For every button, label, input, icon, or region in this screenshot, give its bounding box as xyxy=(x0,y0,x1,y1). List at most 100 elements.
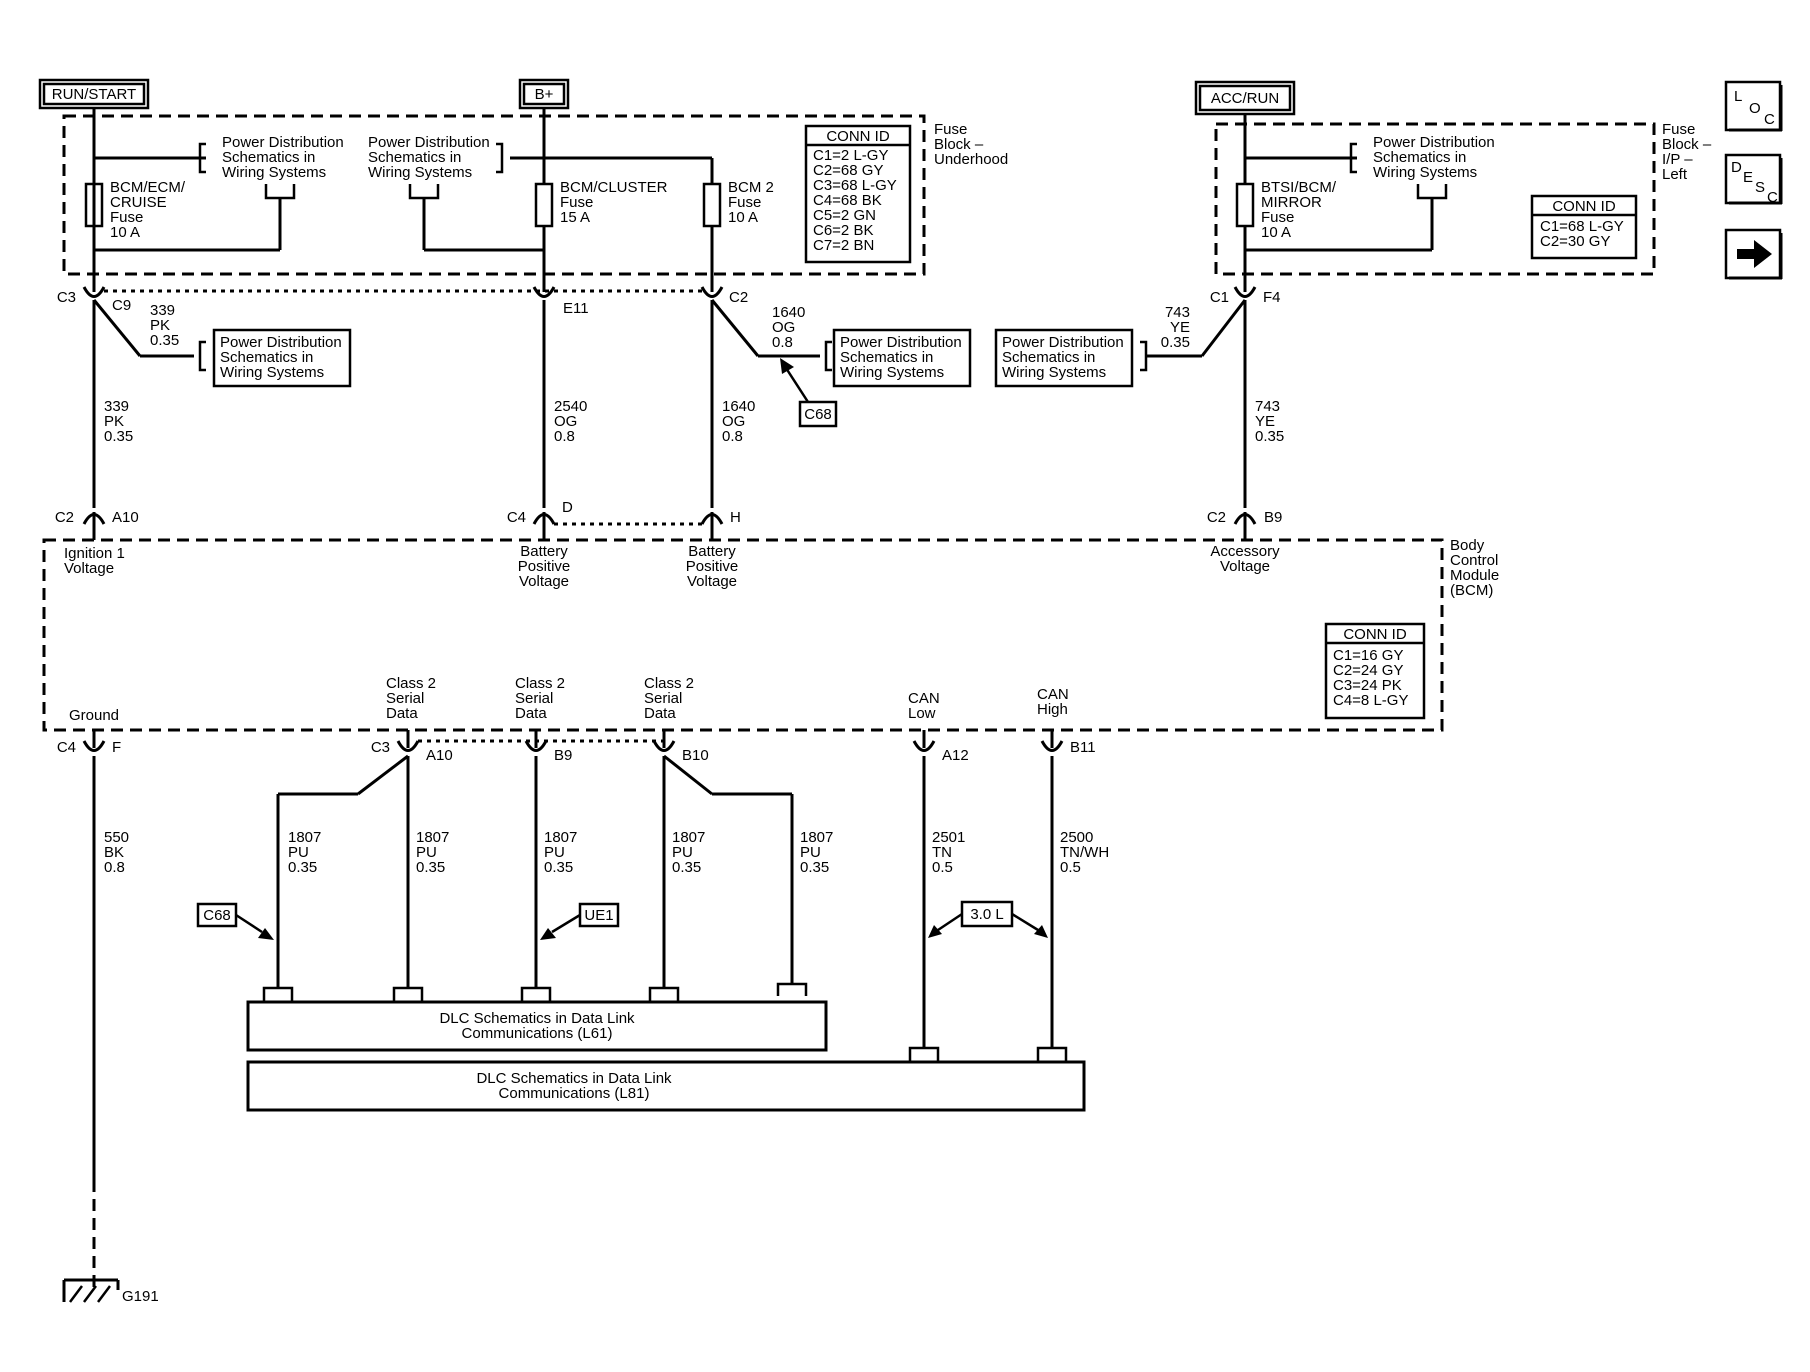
wire-line: 0.35 xyxy=(800,859,829,876)
pin-a12-bottom: A12 xyxy=(942,747,969,764)
conn-id-title: CONN ID xyxy=(1343,626,1407,643)
pin-b9-bottom: B9 xyxy=(554,747,572,764)
conn-id-row: C6=2 BK xyxy=(813,222,873,239)
dlc-line: DLC Schematics in Data Link xyxy=(439,1010,635,1027)
bcm-pin-label: Serial xyxy=(644,690,682,707)
acc-run-label: ACC/RUN xyxy=(1211,90,1279,107)
wire-line: 339 xyxy=(104,398,129,415)
wire-line: 0.8 xyxy=(554,428,575,445)
bcm-class2-label-c: Class 2 Serial Data xyxy=(644,675,694,722)
bcm-pin-label: Voltage xyxy=(519,573,569,590)
fuse-label-line: Fuse xyxy=(110,209,143,226)
wire-label-2540: 2540 OG 0.8 xyxy=(554,398,587,445)
wire-line: 743 xyxy=(1165,304,1190,321)
pds-line: Power Distribution xyxy=(840,334,962,351)
wires-mid xyxy=(92,299,1247,508)
next-arrow-button[interactable] xyxy=(1724,228,1783,280)
bcm-pin-label: Class 2 xyxy=(644,675,694,692)
pin-c1-upper: C1 xyxy=(1210,289,1229,306)
wire-line: 1807 xyxy=(800,829,833,846)
fbu-label-line: Fuse xyxy=(934,121,967,138)
bcm-pin-label: CAN xyxy=(1037,686,1069,703)
b-plus-circuit xyxy=(408,108,722,292)
desc-button[interactable]: D E S C xyxy=(1724,153,1783,206)
upper-connectors xyxy=(82,286,1257,298)
c68-tag-lower: C68 xyxy=(196,902,274,940)
wire-label-550: 550 BK 0.8 xyxy=(104,829,129,876)
bcm-pin-label: Positive xyxy=(686,558,739,575)
bcm-pin-label: Voltage xyxy=(64,560,114,577)
pds-line: Power Distribution xyxy=(220,334,342,351)
bcm-pin-label: Battery xyxy=(688,543,736,560)
wire-line: YE xyxy=(1255,413,1275,430)
wire-line: 1807 xyxy=(672,829,705,846)
wire-label-743-branch: 743 YE 0.35 xyxy=(1161,304,1190,351)
pds-line: Wiring Systems xyxy=(1373,164,1477,181)
conn-id-row: C1=68 L-GY xyxy=(1540,218,1624,235)
wire-line: 0.35 xyxy=(544,859,573,876)
bcm-label: Body Control Module (BCM) xyxy=(1450,537,1499,599)
fuse-label-line: 15 A xyxy=(560,209,590,226)
ground-g191-label: G191 xyxy=(122,1288,159,1305)
pin-c9: C9 xyxy=(112,297,131,314)
bcm-cluster-fuse-symbol xyxy=(534,182,554,228)
dlc-l61-box: DLC Schematics in Data Link Communicatio… xyxy=(246,1000,828,1052)
wire-line: 2500 xyxy=(1060,829,1093,846)
fuse-label-line: BCM 2 xyxy=(728,179,774,196)
wire-line: 0.8 xyxy=(722,428,743,445)
loc-button[interactable]: L O C xyxy=(1724,80,1783,132)
wire-line: OG xyxy=(722,413,745,430)
wire-label-1640: 1640 OG 0.8 xyxy=(722,398,755,445)
dlc-line: Communications (L81) xyxy=(499,1085,650,1102)
conn-id-row: C3=68 L-GY xyxy=(813,177,897,194)
wire-line: 1640 xyxy=(722,398,755,415)
wire-line: TN xyxy=(932,844,952,861)
pin-h: H xyxy=(730,509,741,526)
pin-c2-bcm: C2 xyxy=(55,509,74,526)
wire-line: 1807 xyxy=(544,829,577,846)
bcm-label-line: Module xyxy=(1450,567,1499,584)
pin-c3-bottom: C3 xyxy=(371,739,390,756)
desc-letter-s: S xyxy=(1755,179,1765,196)
bcm-cluster-fuse-label: BCM/CLUSTER Fuse 15 A xyxy=(560,179,668,226)
bcm-battery-label-2: Battery Positive Voltage xyxy=(686,543,739,590)
bcm-battery-label-1: Battery Positive Voltage xyxy=(518,543,571,590)
wire-line: 0.35 xyxy=(416,859,445,876)
dlc-l61-pins xyxy=(262,982,808,1002)
wire-line: 550 xyxy=(104,829,129,846)
conn-id-row: C7=2 BN xyxy=(813,237,874,254)
pds-line: Wiring Systems xyxy=(1002,364,1106,381)
bcm-pin-label: Voltage xyxy=(687,573,737,590)
bcm-pin-label: CAN xyxy=(908,690,940,707)
wire-label-2500: 2500 TN/WH 0.5 xyxy=(1060,829,1109,876)
wire-line: YE xyxy=(1170,319,1190,336)
wire-label-339: 339 PK 0.35 xyxy=(104,398,133,445)
fbu-label-line: Underhood xyxy=(934,151,1008,168)
wire-line: 0.35 xyxy=(150,332,179,349)
fuse-label-line: 10 A xyxy=(110,224,140,241)
conn-id-row: C2=30 GY xyxy=(1540,233,1610,250)
wire-label-1807-5: 1807 PU 0.35 xyxy=(800,829,833,876)
pds-line: Wiring Systems xyxy=(220,364,324,381)
bcm-pin-label: Serial xyxy=(515,690,553,707)
wire-line: 0.5 xyxy=(932,859,953,876)
bcm-pin-label: Low xyxy=(908,705,936,722)
dlc-line: DLC Schematics in Data Link xyxy=(476,1070,672,1087)
fuse-label-line: Fuse xyxy=(728,194,761,211)
wire-line: PK xyxy=(150,317,170,334)
pds-box-right: Power Distribution Schematics in Wiring … xyxy=(994,328,1134,388)
pin-b10-bottom: B10 xyxy=(682,747,709,764)
dlc-l81-pins xyxy=(908,1046,1068,1062)
bcm-ecm-cruise-fuse-label: BCM/ECM/ CRUISE Fuse 10 A xyxy=(110,179,186,241)
wire-label-1807-4: 1807 PU 0.35 xyxy=(672,829,705,876)
bcm-pin-label: Class 2 xyxy=(515,675,565,692)
desc-letter-d: D xyxy=(1731,159,1742,176)
bcm-pin-label: Class 2 xyxy=(386,675,436,692)
loc-letter-l: L xyxy=(1734,88,1742,105)
fbu-label-line: Block – xyxy=(934,136,984,153)
pds-line: Schematics in xyxy=(368,149,461,166)
wire-line: 0.35 xyxy=(1161,334,1190,351)
bcm-pin-label: Data xyxy=(644,705,676,722)
